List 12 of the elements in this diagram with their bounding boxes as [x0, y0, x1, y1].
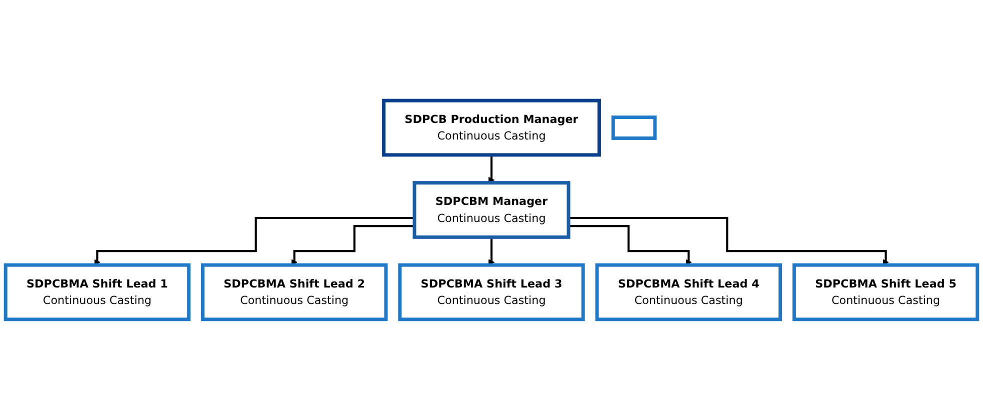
node-box: SDPCB Production Manager Continuous Casting	[382, 98, 601, 156]
node-box: SDPCBMA Shift Lead 1 Continuous Casting	[4, 262, 191, 321]
node-box	[611, 115, 657, 140]
node-box: SDPCBM Manager Continuous Casting	[412, 180, 570, 238]
arrow	[94, 216, 414, 265]
arrow	[568, 224, 692, 265]
arrow	[291, 224, 414, 265]
node-box: SDPCBMA Shift Lead 5 Continuous Casting	[792, 262, 980, 321]
node-box: SDPCBMA Shift Lead 3 Continuous Casting	[398, 262, 585, 321]
arrow	[568, 216, 889, 265]
node-box: SDPCBMA Shift Lead 4 Continuous Casting	[595, 262, 782, 321]
node-box: SDPCBMA Shift Lead 2 Continuous Casting	[201, 262, 388, 321]
